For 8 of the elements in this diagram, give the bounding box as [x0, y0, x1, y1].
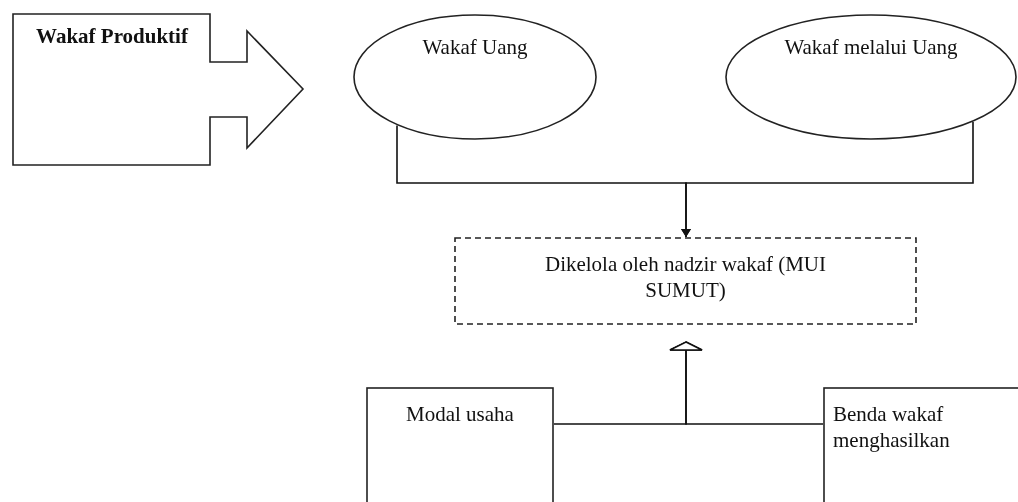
- node-label: Wakaf melalui Uang: [783, 34, 959, 61]
- node-label: Wakaf Produktif: [35, 23, 190, 50]
- node-label: Modal usaha: [405, 401, 515, 428]
- node-label: Wakaf Uang: [421, 34, 529, 61]
- node-label: Dikelola oleh nadzir wakaf (MUI SUMUT): [544, 251, 827, 304]
- node-label: Benda wakaf menghasilkan: [833, 401, 951, 454]
- connector-arrow: [681, 121, 974, 238]
- connector-arrow: [669, 341, 824, 425]
